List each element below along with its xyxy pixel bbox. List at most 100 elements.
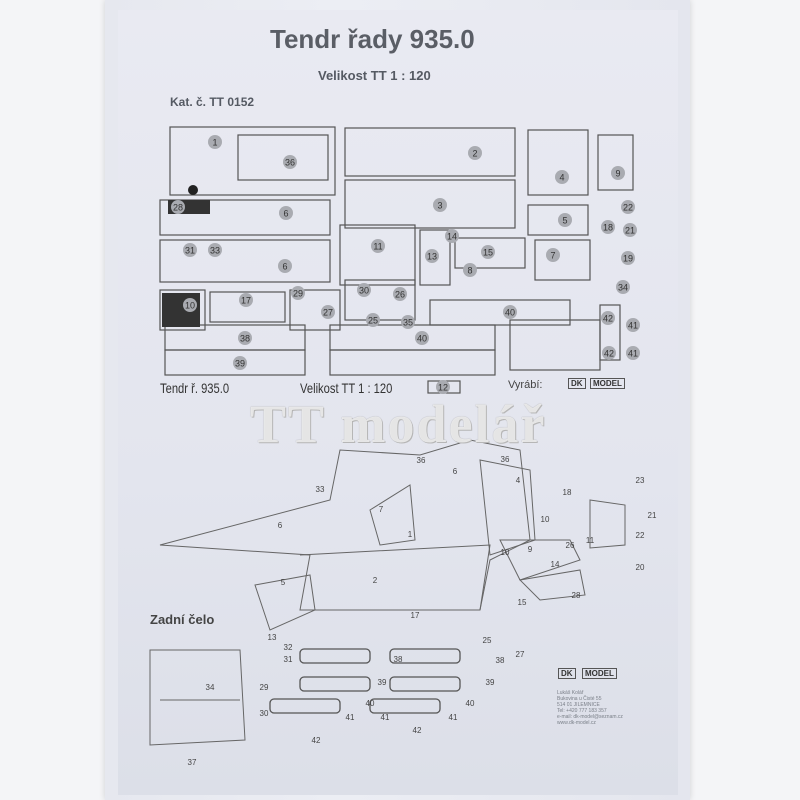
address-block: Lukáš Kolář Bukovina u Čisté 55 514 01 J… <box>557 690 623 726</box>
diagram-outline <box>254 574 316 631</box>
diagram-part-number: 23 <box>636 476 645 485</box>
part-number-badge <box>481 245 495 259</box>
part-number: 10 <box>185 301 195 311</box>
diagram-part-number: 13 <box>268 633 277 642</box>
watermark: TT modelář <box>250 394 547 454</box>
part-number: 17 <box>241 296 251 306</box>
part-number-badge <box>621 251 635 265</box>
part-number-badge <box>171 200 185 214</box>
part-number: 28 <box>173 203 183 213</box>
sheet-part <box>329 324 496 351</box>
part-number: 19 <box>623 254 633 264</box>
diagram-part-number: 27 <box>516 650 525 659</box>
logo-model-lower: MODEL <box>582 668 617 679</box>
part-number: 40 <box>417 334 427 344</box>
sheet-part <box>597 134 634 191</box>
diagram-part-number: 2 <box>373 576 378 585</box>
part-number-badge <box>621 200 635 214</box>
part-number: 39 <box>235 359 245 369</box>
part-number-badge <box>601 311 615 325</box>
diagram-part-number: 10 <box>501 548 510 557</box>
section-label: Zadní čelo <box>150 612 215 627</box>
part-number-badge <box>626 346 640 360</box>
sheet-scale: Velikost TT 1 : 120 <box>300 380 393 396</box>
sheet-part <box>454 237 526 269</box>
sheet-part <box>509 319 601 371</box>
part-number: 6 <box>282 262 287 272</box>
diagram-part-number: 18 <box>563 488 572 497</box>
part-number: 26 <box>395 290 405 300</box>
diagram-outline <box>518 569 586 601</box>
diagram-part-number: 42 <box>312 736 321 745</box>
part-number-badge <box>503 305 517 319</box>
bogie-frame <box>389 648 461 664</box>
diagram-outline <box>159 439 531 611</box>
sheet-part <box>164 324 306 351</box>
part-number-badge <box>366 313 380 327</box>
part-number-badge <box>602 346 616 360</box>
diagram-part-number: 37 <box>188 758 197 767</box>
diagram-outline <box>149 649 246 746</box>
diagram-outline <box>589 499 626 549</box>
diagram-part-number: 20 <box>636 563 645 572</box>
diagram-part-number: 41 <box>449 713 458 722</box>
diagram-part-number: 14 <box>551 560 560 569</box>
diagram-part-number: 41 <box>381 713 390 722</box>
part-number-badge <box>611 166 625 180</box>
scale-subtitle: Velikost TT 1 : 120 <box>318 68 431 83</box>
part-number: 18 <box>603 223 613 233</box>
part-number: 15 <box>483 248 493 258</box>
part-number-badge <box>233 356 247 370</box>
part-number: 38 <box>240 334 250 344</box>
diagram-part-number: 36 <box>417 456 426 465</box>
part-number: 34 <box>618 283 628 293</box>
diagram-part-number: 21 <box>648 511 657 520</box>
part-number: 36 <box>285 158 295 168</box>
part-number-badge <box>279 206 293 220</box>
diagram-part-number: 38 <box>394 655 403 664</box>
diagram-part-number: 33 <box>316 485 325 494</box>
part-number: 21 <box>625 226 635 236</box>
part-number-badge <box>468 146 482 160</box>
sheet-part <box>164 349 306 376</box>
sheet-part <box>159 239 331 283</box>
part-number-badge <box>425 249 439 263</box>
part-number: 22 <box>623 203 633 213</box>
logo-model: MODEL <box>590 378 625 389</box>
sheet-part <box>329 349 496 376</box>
part-number-badge <box>445 229 459 243</box>
part-number: 41 <box>628 349 638 359</box>
diagram-part-number: 5 <box>281 578 286 587</box>
address-line: 514 01 JILEMNICE <box>557 702 600 708</box>
diagram-part-number: 6 <box>278 521 283 530</box>
diagram-outline <box>299 544 491 611</box>
address-line: Tel: +420 777 183 357 <box>557 708 607 714</box>
diagram-part-number: 39 <box>378 678 387 687</box>
part-number-badge <box>616 280 630 294</box>
sheet-part <box>344 127 516 177</box>
diagram-part-number: 11 <box>586 536 595 545</box>
part-number-badge <box>321 305 335 319</box>
sheet-part <box>429 299 571 326</box>
part-number-badge <box>283 155 297 169</box>
part-number-badge <box>291 286 305 300</box>
address-line: Lukáš Kolář <box>557 690 584 696</box>
maker-label: Vyrábí: <box>508 379 543 391</box>
part-number-badge <box>601 220 615 234</box>
sheet-part <box>159 199 331 236</box>
diagram-part-number: 6 <box>453 467 458 476</box>
address-line: www.dk-model.cz <box>557 720 596 726</box>
part-number-badge <box>626 318 640 332</box>
part-number-badge <box>415 331 429 345</box>
part-number: 7 <box>550 251 555 261</box>
part-number-badge <box>558 213 572 227</box>
sheet-part <box>344 179 516 229</box>
part-number-badge <box>555 170 569 184</box>
diagram-part-number: 32 <box>284 643 293 652</box>
part-number-badge <box>401 315 415 329</box>
part-number: 33 <box>210 246 220 256</box>
sheet-part <box>209 291 286 323</box>
sheet-part <box>419 229 451 286</box>
part-number: 2 <box>472 149 477 159</box>
part-number-badge <box>208 135 222 149</box>
